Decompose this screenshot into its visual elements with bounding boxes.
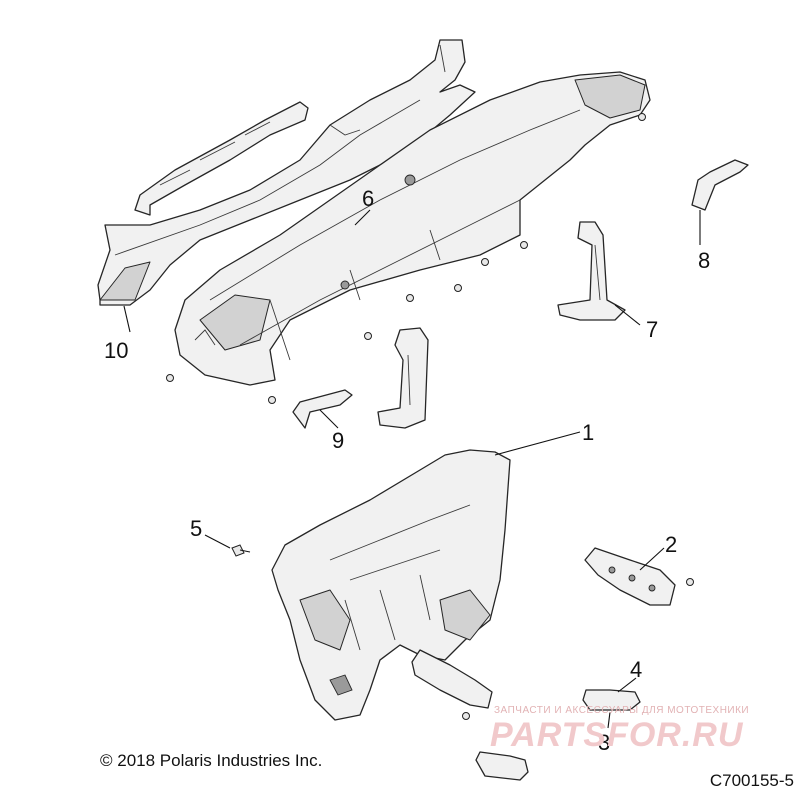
part-7-mount-bracket xyxy=(557,221,626,321)
part-9-small-bracket xyxy=(292,389,353,429)
fender-fasteners xyxy=(166,113,646,404)
figure-id: C700155-5 xyxy=(709,771,794,790)
part-3-lower-trim xyxy=(475,751,529,781)
part-6-rear-fender xyxy=(174,71,651,386)
part-5-bolt xyxy=(231,544,251,557)
callout-5: 5 xyxy=(190,516,202,541)
part-2-bracket xyxy=(584,547,694,606)
part-4-clip xyxy=(582,689,641,711)
callout-8: 8 xyxy=(698,248,710,273)
part-8-bracket xyxy=(691,159,749,211)
watermark-tagline: ЗАПЧАСТИ И АКСЕССУАРЫ ДЛЯ МОТОТЕХНИКИ xyxy=(494,705,750,716)
part-10-side-panel xyxy=(97,39,476,306)
callout-labels: 1 2 3 4 5 6 7 8 9 10 xyxy=(104,186,710,755)
callout-2: 2 xyxy=(665,532,677,557)
callout-4: 4 xyxy=(630,657,642,682)
callout-6: 6 xyxy=(362,186,374,211)
callout-9: 9 xyxy=(332,428,344,453)
lower-rail-bracket xyxy=(411,649,493,720)
part-10-upper-trim xyxy=(134,101,309,216)
callout-7: 7 xyxy=(646,317,658,342)
copyright-text: © 2018 Polaris Industries Inc. xyxy=(100,751,323,770)
callout-10: 10 xyxy=(104,338,128,363)
callout-1: 1 xyxy=(582,420,594,445)
leader-lines xyxy=(123,209,701,729)
watermark-logo: PARTSFOR.RU xyxy=(490,716,744,754)
part-1-lower-panel xyxy=(271,449,511,721)
center-strap xyxy=(377,327,429,429)
callout-3: 3 xyxy=(598,730,610,755)
